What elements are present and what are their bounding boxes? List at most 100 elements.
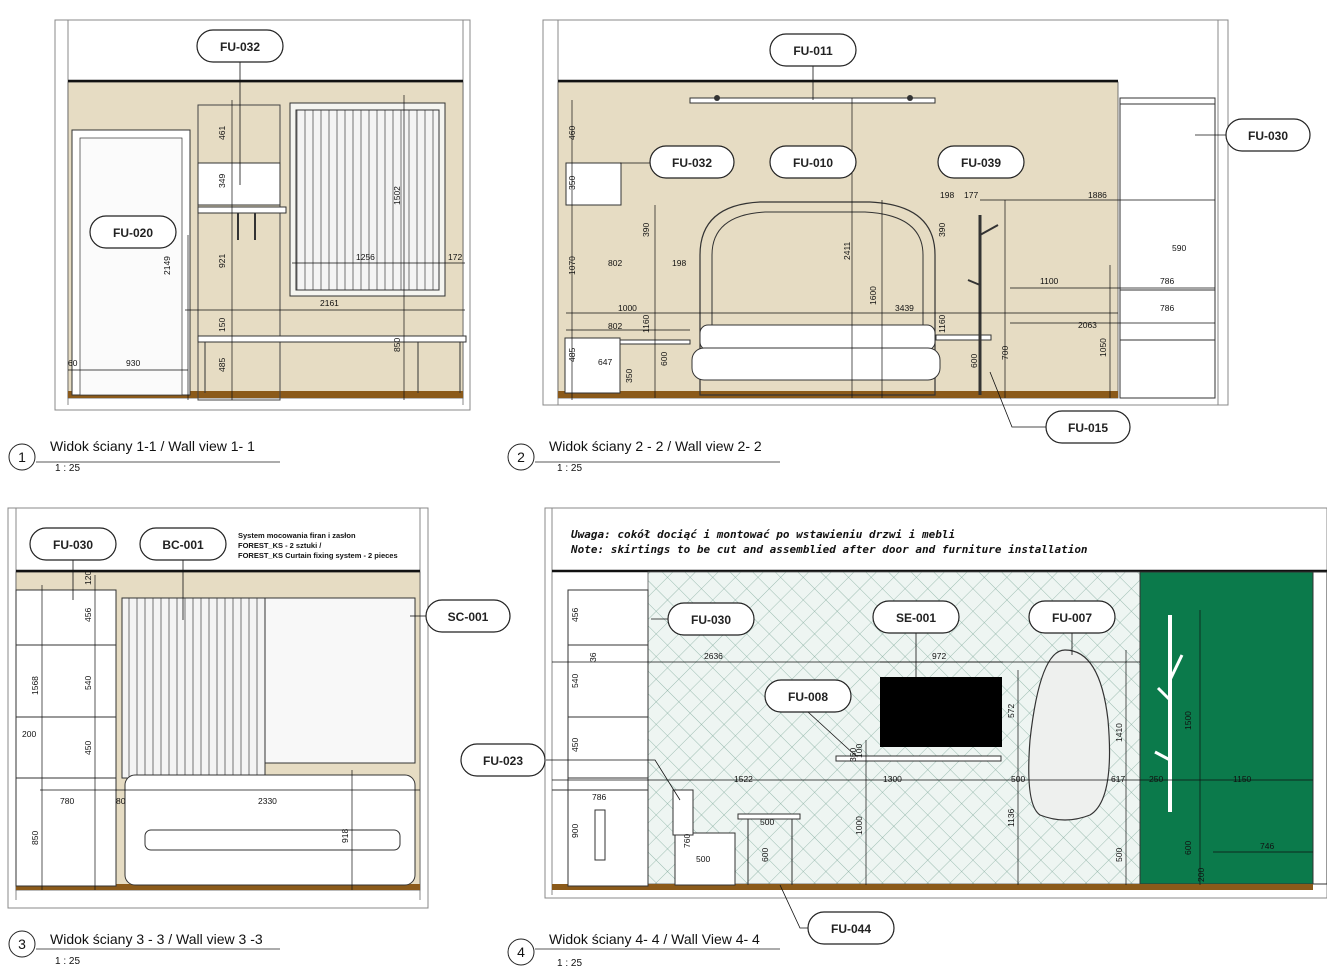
tag-se-001[interactable]: [872, 600, 960, 634]
svg-text:198: 198: [940, 190, 954, 200]
svg-text:786: 786: [1160, 276, 1174, 286]
tag-fu-032[interactable]: [196, 29, 284, 63]
svg-text:746: 746: [1260, 841, 1274, 851]
svg-text:450: 450: [83, 741, 93, 755]
bench: [197, 335, 467, 343]
svg-text:198: 198: [672, 258, 686, 268]
svg-text:802: 802: [608, 258, 622, 268]
svg-text:802: 802: [608, 321, 622, 331]
dim-850: 850: [392, 338, 402, 352]
svg-text:500: 500: [1114, 848, 1124, 862]
svg-text:1160: 1160: [937, 314, 947, 333]
view-number-1: [8, 443, 36, 471]
dim-461: 461: [217, 126, 227, 140]
mirror: [1028, 649, 1111, 821]
svg-text:2: 2: [517, 449, 525, 465]
floor-strip: [68, 391, 463, 398]
svg-text:2330: 2330: [258, 796, 277, 806]
tag-fu-030[interactable]: [1225, 118, 1311, 152]
svg-text:390: 390: [641, 223, 651, 237]
svg-text:540: 540: [83, 676, 93, 690]
tag-fu-010[interactable]: [769, 145, 857, 179]
wall-view-2: 460 350 1070 802 198 390 1000 802 1160 6…: [507, 19, 1311, 474]
svg-text:FU-007: FU-007: [1052, 611, 1092, 625]
svg-text:200: 200: [1196, 868, 1206, 882]
svg-text:760: 760: [682, 834, 692, 848]
svg-text:2063: 2063: [1078, 320, 1097, 330]
dim-2161: 2161: [320, 298, 339, 308]
skirting-note-en: Note: skirtings to be cut and assemblied…: [570, 543, 1088, 556]
tag-fu-030-v3[interactable]: [29, 527, 117, 561]
svg-text:FU-010: FU-010: [793, 156, 833, 170]
tag-fu-032[interactable]: [649, 145, 735, 179]
svg-text:BC-001: BC-001: [162, 538, 204, 552]
svg-text:1136: 1136: [1006, 808, 1016, 827]
curtain-system-note: System mocowania firan i zasłon: [238, 531, 356, 540]
sofa: [699, 201, 936, 396]
tag-fu-023[interactable]: [460, 743, 546, 777]
view-scale-4: 1 : 25: [557, 958, 582, 969]
tag-fu-039[interactable]: [937, 145, 1025, 179]
wardrobe-right: [1119, 97, 1216, 399]
view-number-4: [507, 938, 535, 966]
wardrobe-unit: [197, 104, 281, 401]
view-scale-2: 1 : 25: [557, 463, 582, 474]
svg-text:FU-020: FU-020: [113, 226, 153, 240]
view-title-2: Widok ściany 2 - 2 / Wall view 2- 2: [549, 438, 762, 454]
svg-text:700: 700: [1000, 346, 1010, 360]
svg-text:500: 500: [1011, 774, 1025, 784]
svg-text:350: 350: [624, 369, 634, 383]
svg-text:600: 600: [760, 848, 770, 862]
svg-text:FU-030: FU-030: [1248, 129, 1288, 143]
svg-text:2411: 2411: [842, 241, 852, 260]
svg-text:FU-011: FU-011: [793, 44, 833, 58]
svg-text:600: 600: [1183, 841, 1193, 855]
svg-text:350: 350: [848, 748, 858, 762]
svg-text:80: 80: [116, 796, 126, 806]
tag-fu-011[interactable]: [769, 33, 857, 67]
tag-fu-044[interactable]: [807, 911, 895, 945]
tag-bc-001[interactable]: [139, 527, 227, 561]
tag-fu-030-v4[interactable]: [667, 602, 755, 636]
svg-text:456: 456: [570, 608, 580, 622]
shelving-unit: [15, 589, 117, 887]
dim-2149: 2149: [162, 256, 172, 275]
tag-fu-020[interactable]: [89, 215, 177, 249]
svg-text:FU-030: FU-030: [691, 613, 731, 627]
svg-text:1000: 1000: [854, 816, 864, 835]
svg-text:972: 972: [932, 651, 946, 661]
view-title-1: Widok ściany 1-1 / Wall view 1- 1: [50, 438, 255, 454]
tag-sc-001[interactable]: [425, 599, 511, 633]
svg-text:FU-030: FU-030: [53, 538, 93, 552]
view-number-3: [8, 930, 36, 958]
green-wall: [1139, 571, 1314, 885]
svg-text:780: 780: [60, 796, 74, 806]
svg-text:36: 36: [588, 652, 598, 662]
svg-text:3439: 3439: [895, 303, 914, 313]
wall-view-1: 461 349 921 150 485 1502 1256 172 2161 8…: [8, 19, 471, 474]
svg-text:FU-032: FU-032: [672, 156, 712, 170]
svg-text:2636: 2636: [704, 651, 723, 661]
tag-fu-015[interactable]: [1045, 410, 1131, 444]
svg-text:SE-001: SE-001: [896, 611, 936, 625]
tag-fu-008[interactable]: [764, 679, 852, 713]
wall-view-3: 120 456 1568 540 450 200 780 80 2330 918…: [7, 507, 511, 967]
svg-text:918: 918: [340, 829, 350, 843]
svg-text:572: 572: [1006, 704, 1016, 718]
dim-172: 172: [448, 252, 462, 262]
svg-text:1568: 1568: [30, 676, 40, 695]
svg-text:100: 100: [854, 744, 864, 758]
skirting-note-pl: Uwaga: cokół dociąć i montować po wstawi…: [571, 528, 955, 541]
dim-930: 930: [126, 358, 140, 368]
svg-text:250: 250: [1149, 774, 1163, 784]
tag-fu-007[interactable]: [1028, 600, 1116, 634]
curtain: [121, 597, 266, 779]
shelving-unit-4: [567, 589, 649, 887]
view-title-4: Widok ściany 4- 4 / Wall View 4- 4: [549, 931, 760, 947]
svg-text:500: 500: [696, 854, 710, 864]
svg-text:FU-032: FU-032: [220, 40, 260, 54]
dim-349: 349: [217, 174, 227, 188]
svg-text:450: 450: [570, 738, 580, 752]
svg-text:FU-015: FU-015: [1068, 421, 1108, 435]
